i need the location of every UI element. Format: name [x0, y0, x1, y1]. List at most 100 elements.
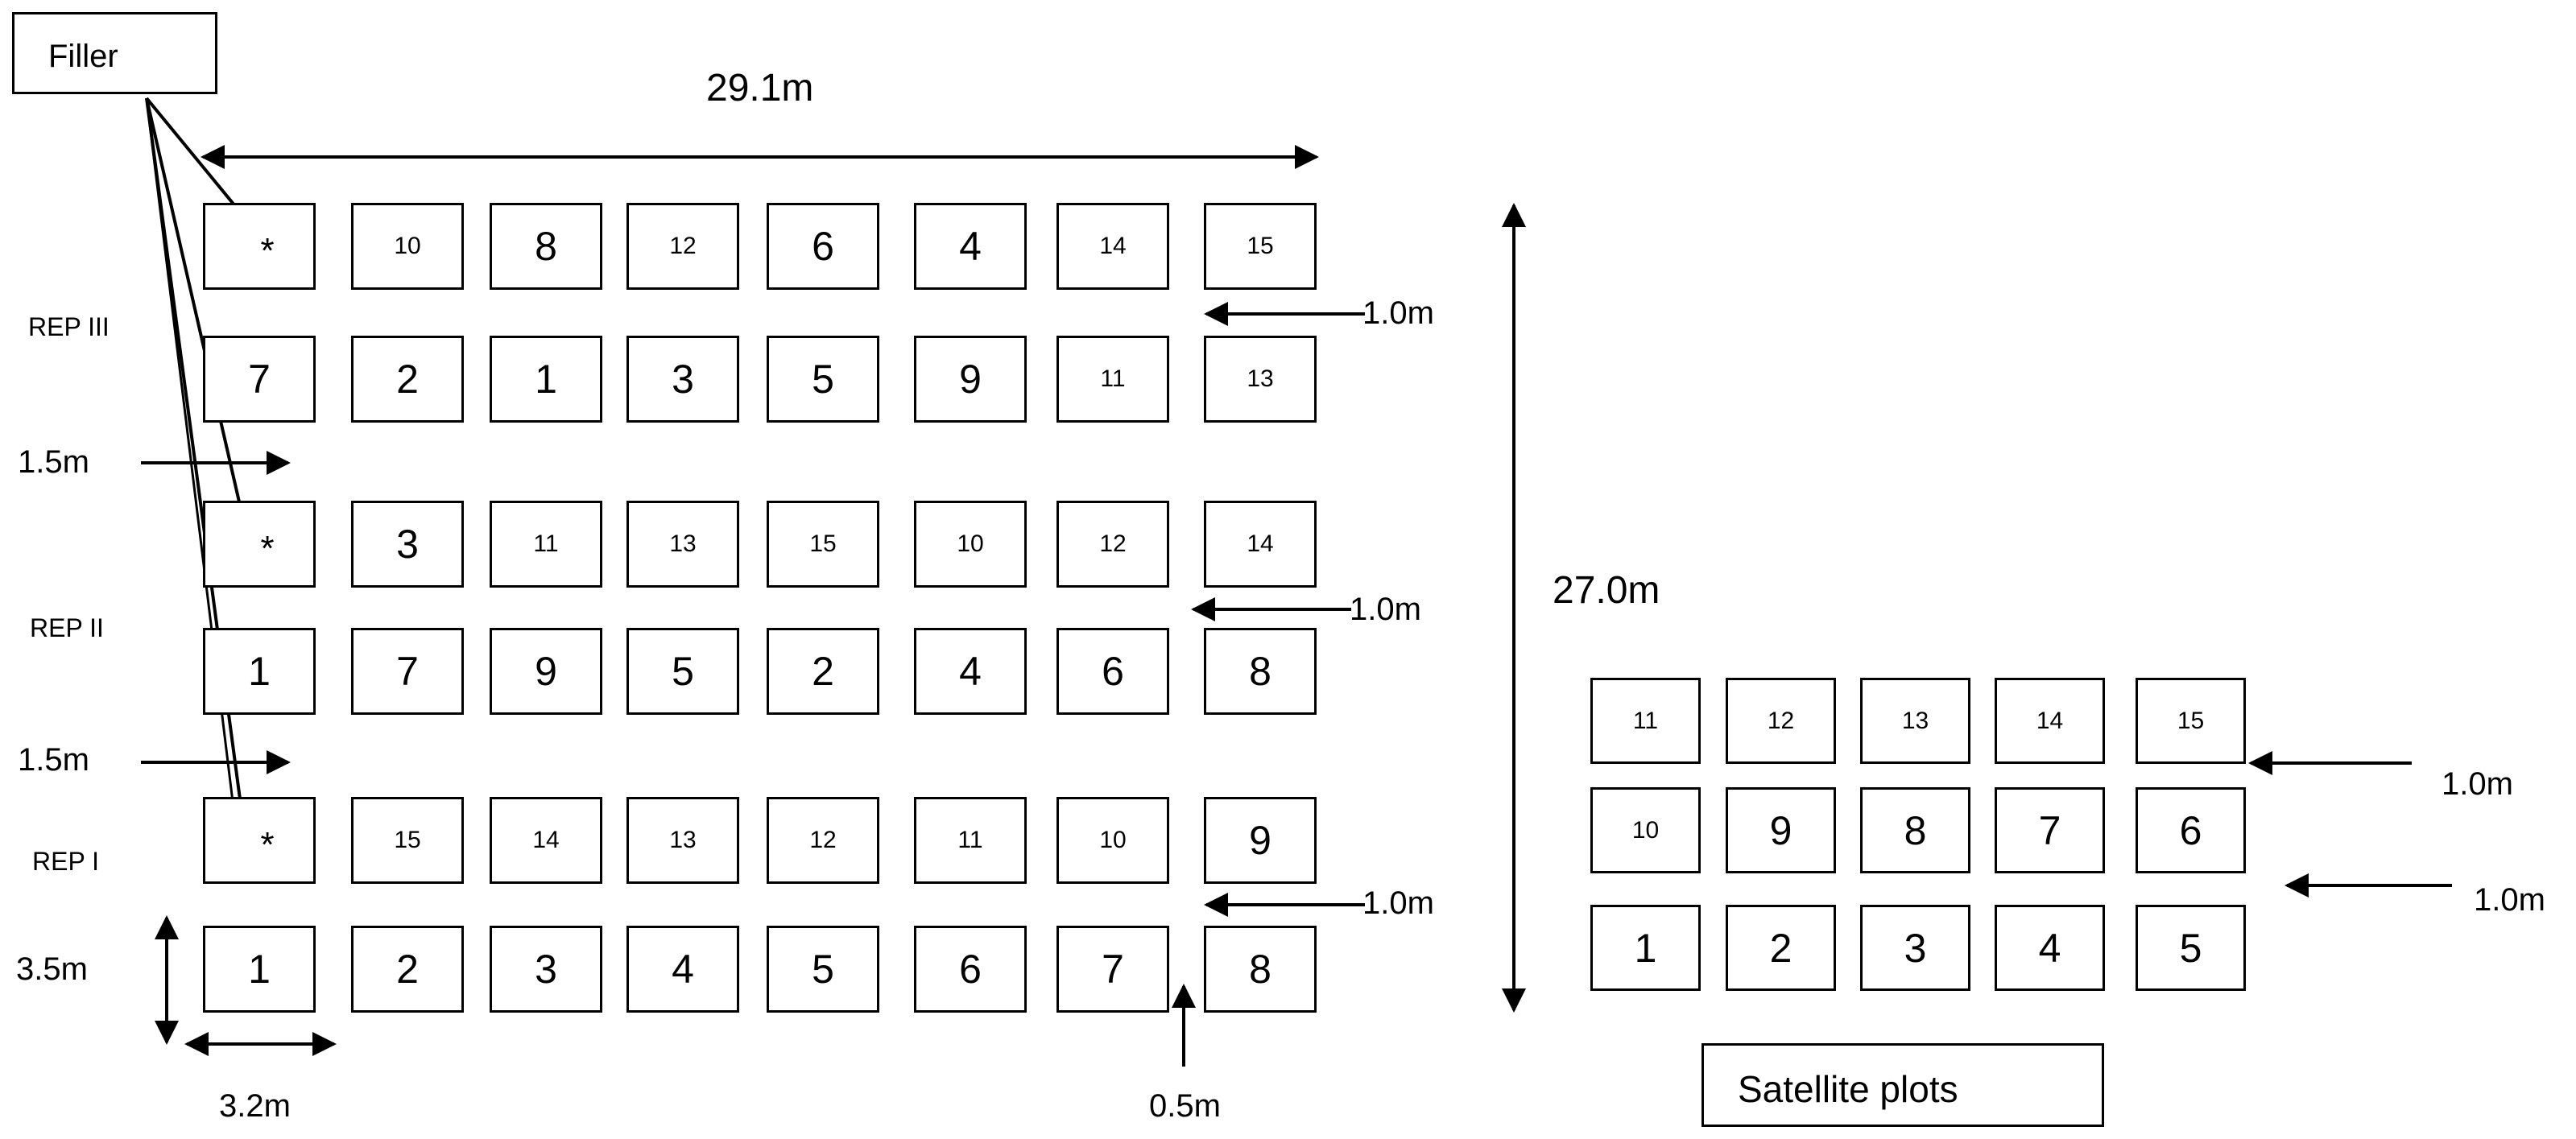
- satellite-title-box: [1701, 1043, 2104, 1127]
- field-plot: 7: [1056, 926, 1169, 1013]
- plot-number: 7: [396, 649, 419, 694]
- satellite-plot: 2: [1726, 905, 1836, 991]
- field-plot: 11: [490, 501, 602, 588]
- plot-number: 12: [809, 827, 837, 853]
- rep-gap-label-1: 1.5m: [18, 444, 89, 480]
- field-plot: 10: [914, 501, 1027, 588]
- field-plot: 7: [203, 336, 316, 423]
- field-plot: 7: [351, 628, 464, 715]
- plot-number: 5: [672, 649, 694, 694]
- rep-label-1: REP I: [32, 847, 99, 876]
- field-plot: 5: [767, 926, 879, 1013]
- plot-number: 4: [959, 649, 982, 694]
- plot-number: 3: [1904, 925, 1927, 971]
- plot-number: 4: [2038, 925, 2061, 971]
- field-plot: 6: [1056, 628, 1169, 715]
- alley-gap-label-1: 1.0m: [1362, 295, 1434, 331]
- satellite-plot: 5: [2136, 905, 2246, 991]
- plot-number: 2: [812, 649, 834, 694]
- satellite-plot: 12: [1726, 678, 1836, 764]
- plot-number: 6: [1102, 649, 1124, 694]
- plot-number: 5: [812, 357, 834, 402]
- field-width-label: 29.1m: [706, 67, 814, 109]
- field-plot: *: [203, 203, 316, 290]
- satellite-plot: 4: [1995, 905, 2105, 991]
- field-plot: 3: [626, 336, 739, 423]
- field-plot: 4: [626, 926, 739, 1013]
- rep-label-2: REP II: [30, 613, 104, 642]
- satellite-plot: 3: [1860, 905, 1970, 991]
- satellite-plot: 9: [1726, 787, 1836, 873]
- field-plot: 12: [767, 797, 879, 884]
- plot-number: 9: [1769, 807, 1792, 853]
- field-plot: 6: [914, 926, 1027, 1013]
- plot-number: 13: [669, 827, 697, 853]
- field-plot: 13: [626, 501, 739, 588]
- field-plot: 5: [767, 336, 879, 423]
- plot-number: 14: [2036, 707, 2064, 734]
- field-plot: 12: [626, 203, 739, 290]
- field-plot: 1: [203, 926, 316, 1013]
- plot-height-label: 3.5m: [16, 951, 88, 987]
- field-plot: 15: [767, 501, 879, 588]
- plot-number: 8: [535, 224, 557, 269]
- field-plot: 2: [767, 628, 879, 715]
- plot-number: 10: [1631, 816, 1660, 844]
- plot-number: 6: [959, 947, 982, 992]
- rep-label-3: REP III: [28, 312, 110, 341]
- plot-number: 8: [1904, 807, 1927, 853]
- plot-number: 8: [1249, 649, 1271, 694]
- satellite-plot: 14: [1995, 678, 2105, 764]
- satellite-plot: 1: [1590, 905, 1701, 991]
- satellite-plot: 15: [2136, 678, 2246, 764]
- plot-number: 2: [1769, 925, 1792, 971]
- plot-number: *: [260, 231, 275, 270]
- field-plot: 11: [914, 797, 1027, 884]
- plot-number: 5: [2179, 925, 2202, 971]
- satellite-gap-label-2: 1.0m: [2474, 882, 2545, 918]
- plot-number: 14: [1247, 530, 1274, 557]
- satellite-plot: 11: [1590, 678, 1701, 764]
- field-plot: 13: [1204, 336, 1317, 423]
- field-plot: 13: [626, 797, 739, 884]
- field-height-label: 27.0m: [1553, 569, 1660, 612]
- field-plot: 8: [1204, 628, 1317, 715]
- plot-number: 7: [248, 357, 271, 402]
- plot-number: 2: [396, 357, 419, 402]
- column-gap-label: 0.5m: [1149, 1088, 1221, 1124]
- field-plot: *: [203, 797, 316, 884]
- field-plot: 14: [490, 797, 602, 884]
- field-plot: 1: [203, 628, 316, 715]
- satellite-plot: 8: [1860, 787, 1970, 873]
- field-plot: 9: [1204, 797, 1317, 884]
- field-plot: 11: [1056, 336, 1169, 423]
- plot-number: 10: [394, 233, 421, 259]
- field-plot: 3: [490, 926, 602, 1013]
- filler-arrow-rep2: [145, 97, 257, 550]
- field-plot: 12: [1056, 501, 1169, 588]
- plot-number: 13: [669, 530, 697, 557]
- plot-width-label: 3.2m: [219, 1088, 291, 1124]
- plot-number: 4: [959, 224, 982, 269]
- filler-label: Filler: [48, 39, 118, 74]
- plot-number: *: [260, 825, 275, 865]
- field-plot: 2: [351, 926, 464, 1013]
- field-plot: 1: [490, 336, 602, 423]
- satellite-plot: 10: [1590, 787, 1701, 873]
- plot-number: 10: [1099, 827, 1127, 853]
- plot-number: 12: [1099, 530, 1127, 557]
- plot-number: 5: [812, 947, 834, 992]
- field-plot: 14: [1056, 203, 1169, 290]
- plot-number: 1: [535, 357, 557, 402]
- plot-number: 14: [532, 827, 560, 853]
- plot-number: 13: [1901, 707, 1929, 734]
- plot-number: 15: [394, 827, 421, 853]
- satellite-plot: 6: [2136, 787, 2246, 873]
- plot-number: 14: [1099, 233, 1127, 259]
- field-plot: 4: [914, 203, 1027, 290]
- plot-number: 7: [2038, 807, 2061, 853]
- filler-arrow-rep1: [145, 97, 255, 844]
- field-plot: 15: [1204, 203, 1317, 290]
- plot-number: 8: [1249, 947, 1271, 992]
